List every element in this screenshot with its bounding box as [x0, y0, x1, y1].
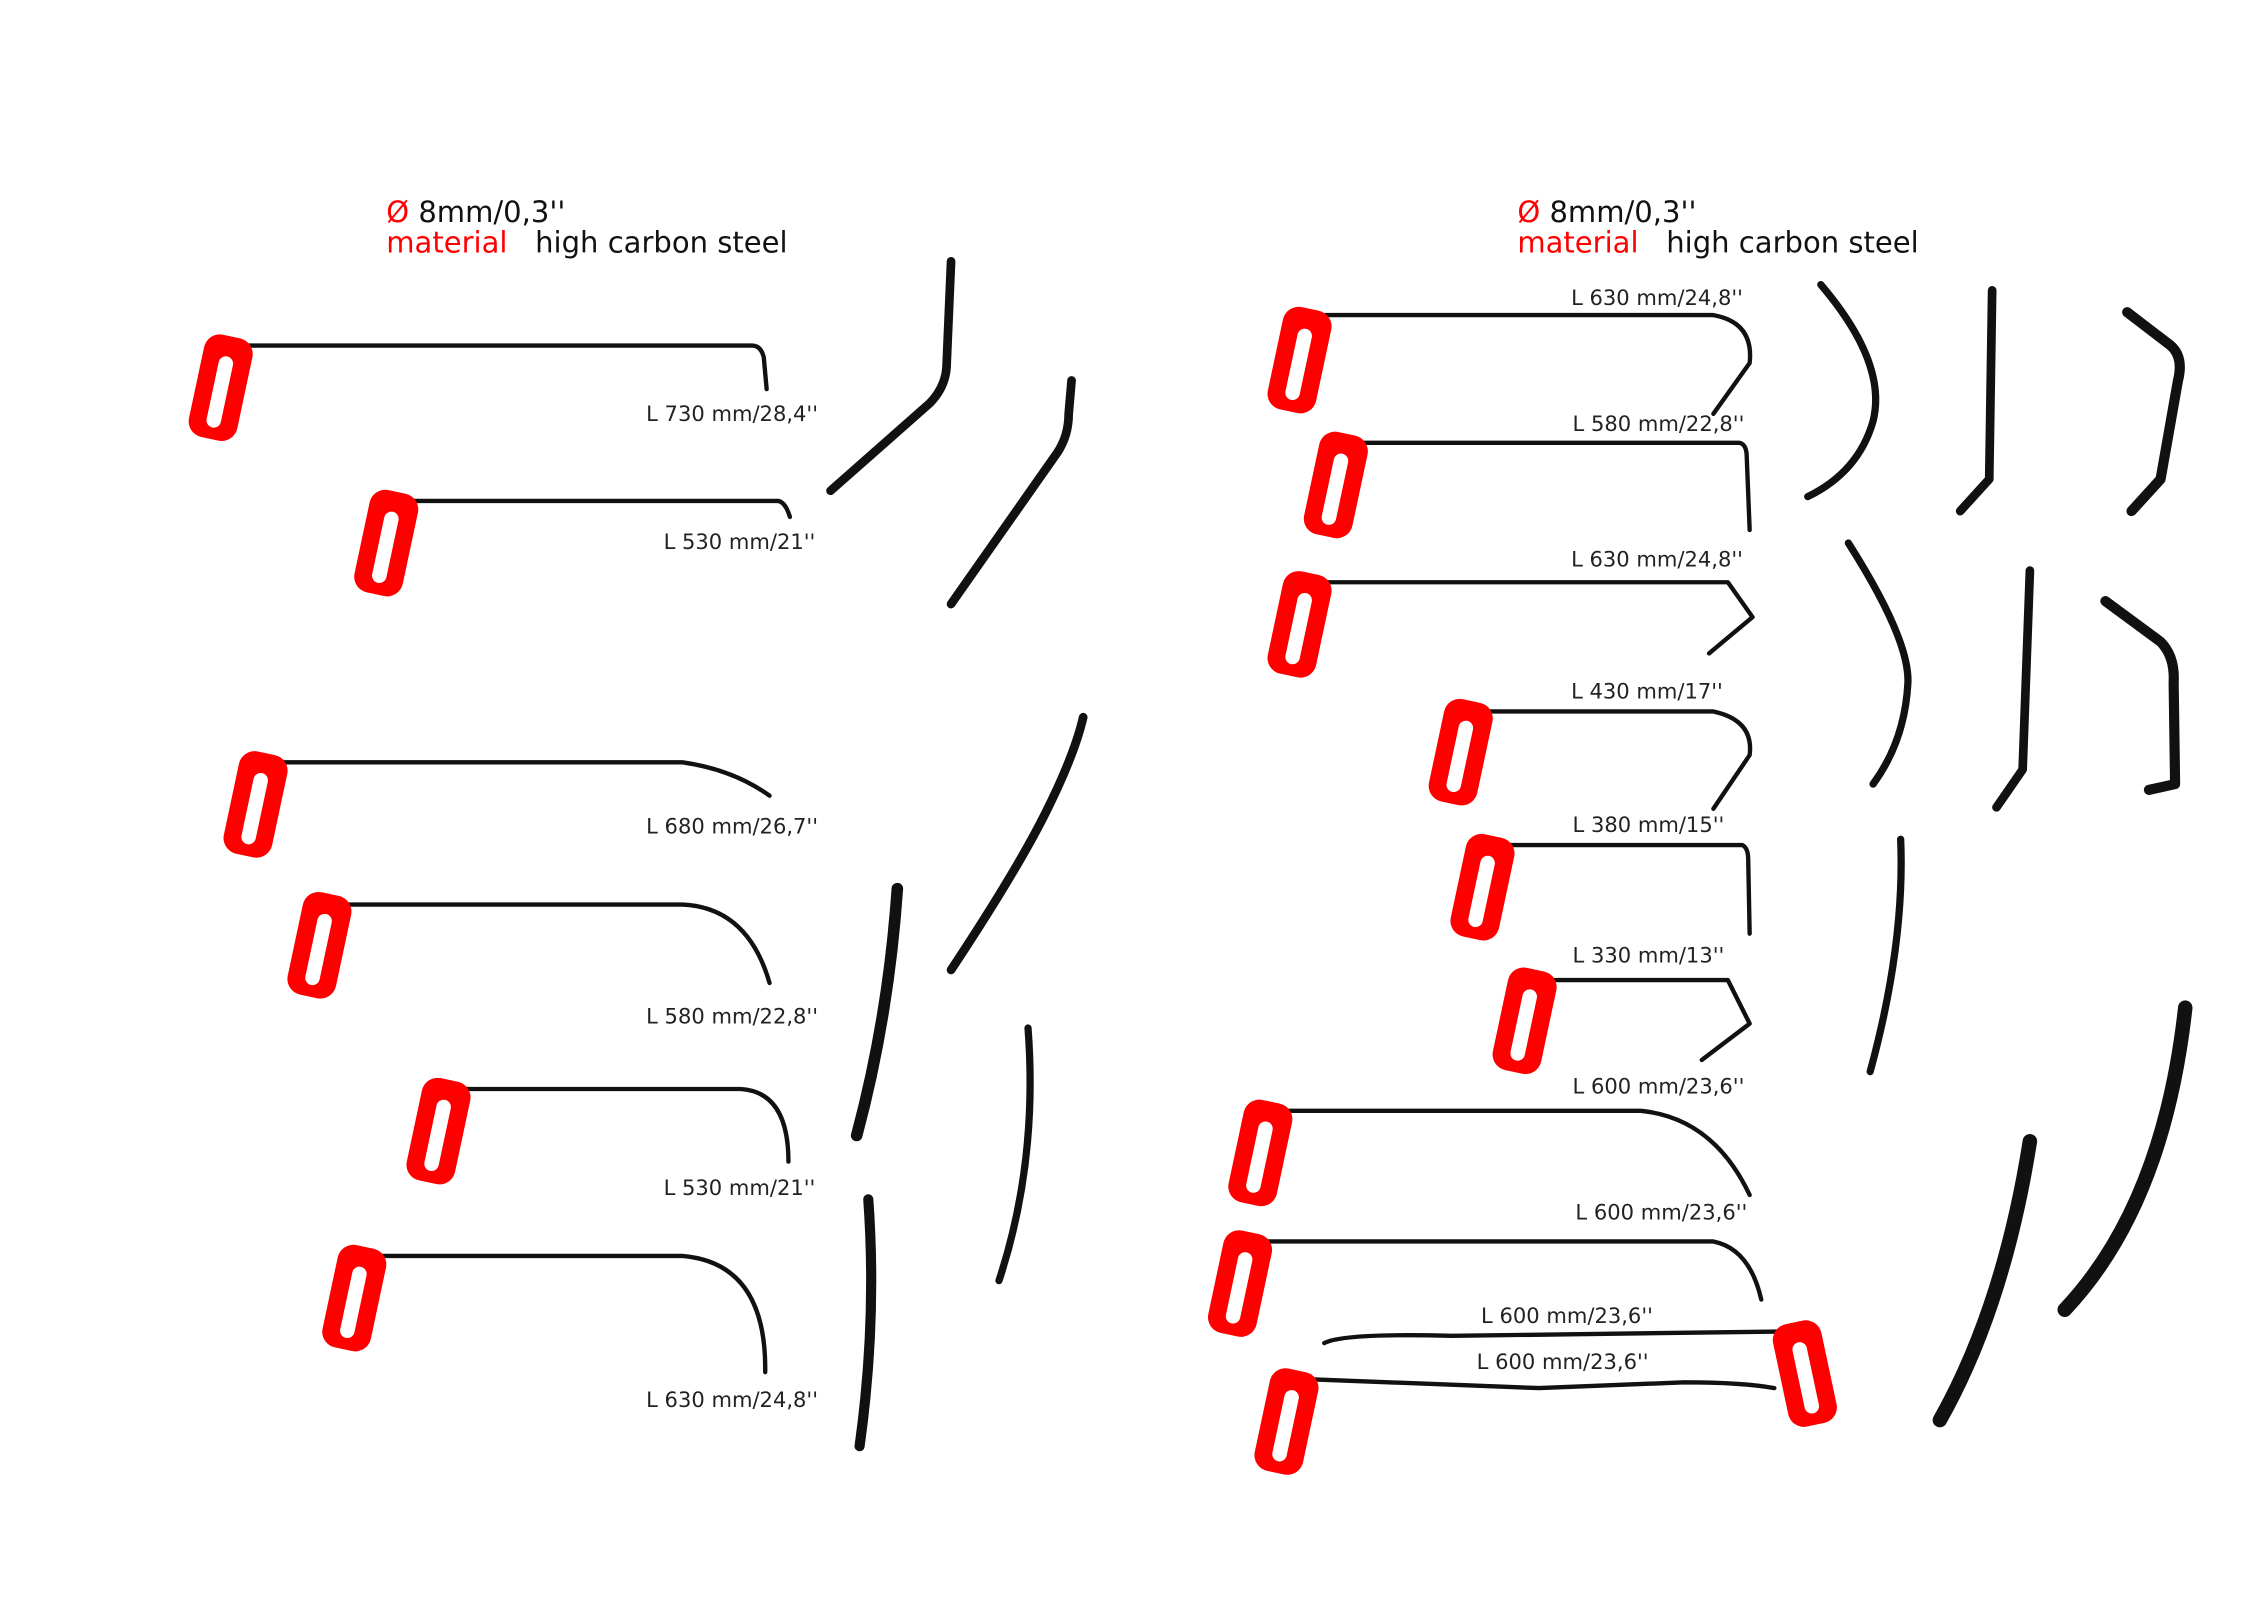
tool-right-3 — [1264, 568, 1755, 681]
diameter-value: 8mm/0,3'' — [418, 194, 566, 230]
tool-left-6 — [319, 1241, 768, 1375]
diameter-icon: Ø — [1517, 194, 1541, 230]
tool-right-2 — [1300, 428, 1752, 542]
tool-right-1 — [1264, 303, 1753, 417]
tool-profiles-right — [1804, 280, 2193, 1428]
tool-right-8 — [1204, 1227, 1764, 1340]
tool-length-label: L 530 mm/21'' — [663, 531, 816, 555]
material-label: material — [1517, 225, 1639, 260]
material-value: high carbon steel — [1666, 225, 1919, 260]
tool-length-label: L 680 mm/26,7'' — [646, 816, 819, 840]
tool-length-label: L 580 mm/22,8'' — [646, 1006, 819, 1030]
tool-length-label: L 600 mm/23,6'' — [1575, 1202, 1748, 1226]
material-value: high carbon steel — [535, 225, 788, 260]
tool-length-label: L 530 mm/21'' — [663, 1177, 816, 1201]
tool-right-9 — [1322, 1317, 1840, 1430]
diameter-value: 8mm/0,3'' — [1549, 194, 1697, 230]
tool-profiles-left — [826, 257, 1088, 1452]
tool-length-label: L 630 mm/24,8'' — [646, 1389, 819, 1413]
tool-length-label: L 630 mm/24,8'' — [1571, 287, 1743, 311]
tool-length-label: L 730 mm/28,4'' — [646, 403, 819, 427]
tool-right-6 — [1489, 964, 1752, 1078]
tool-left-5 — [403, 1074, 791, 1188]
material-label: material — [386, 225, 508, 260]
tool-length-label: L 600 mm/23,6'' — [1572, 1075, 1745, 1100]
tool-length-label: L 430 mm/17'' — [1571, 680, 1723, 705]
tool-right-7 — [1225, 1096, 1752, 1210]
tool-length-label: L 380 mm/15'' — [1572, 814, 1725, 838]
tool-length-label: L 580 mm/22,8'' — [1572, 413, 1745, 438]
tool-left-1 — [185, 331, 769, 444]
tool-left-2 — [351, 486, 793, 600]
tool-length-label: L 600 mm/23,6'' — [1481, 1305, 1653, 1329]
tool-left-3 — [220, 748, 772, 861]
tool-length-label: L 630 mm/24,8'' — [1571, 548, 1743, 573]
tool-right-4 — [1425, 695, 1753, 811]
tool-length-label: L 330 mm/13'' — [1572, 945, 1725, 969]
tool-right-10 — [1251, 1365, 1777, 1478]
tool-length-label: L 600 mm/23,6'' — [1476, 1351, 1649, 1376]
tool-right-5 — [1447, 830, 1752, 944]
spec-block-left: Ø 8mm/0,3'' material high carbon steel — [386, 197, 787, 258]
spec-block-right: Ø 8mm/0,3'' material high carbon steel — [1517, 197, 1918, 258]
diameter-icon: Ø — [386, 194, 410, 230]
tool-left-4 — [284, 888, 772, 1002]
